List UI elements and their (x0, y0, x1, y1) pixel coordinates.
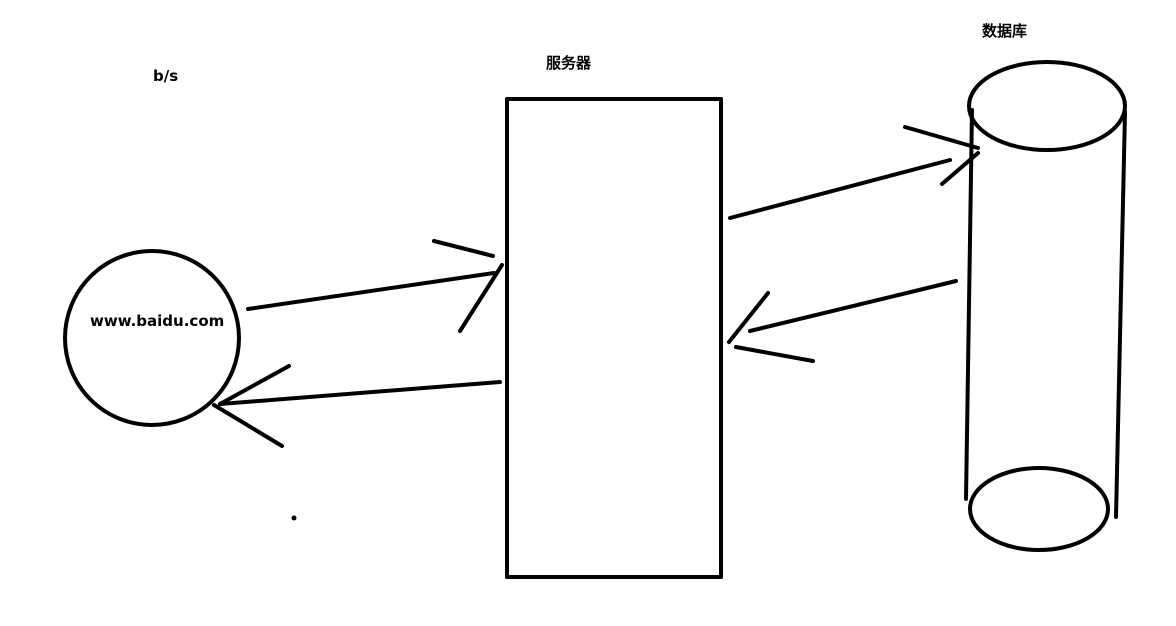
client-circle (63, 249, 241, 427)
arrow-server-to-client (212, 364, 502, 448)
arrow-client-to-server (246, 239, 504, 333)
database-label: 数据库 (982, 22, 1028, 40)
client-label: www.baidu.com (90, 312, 225, 330)
database-bottom-ellipse (968, 466, 1110, 552)
database-right-side (1114, 110, 1127, 519)
server-box (505, 97, 723, 579)
database-top-ellipse (967, 60, 1127, 152)
database-cylinder (964, 60, 1127, 552)
stray-dot (291, 515, 297, 521)
arrow-database-to-server (727, 279, 958, 363)
architecture-label: b/s (153, 67, 179, 85)
server-label: 服务器 (546, 54, 592, 72)
arrow-server-to-database (728, 125, 980, 220)
database-left-side (964, 108, 974, 501)
